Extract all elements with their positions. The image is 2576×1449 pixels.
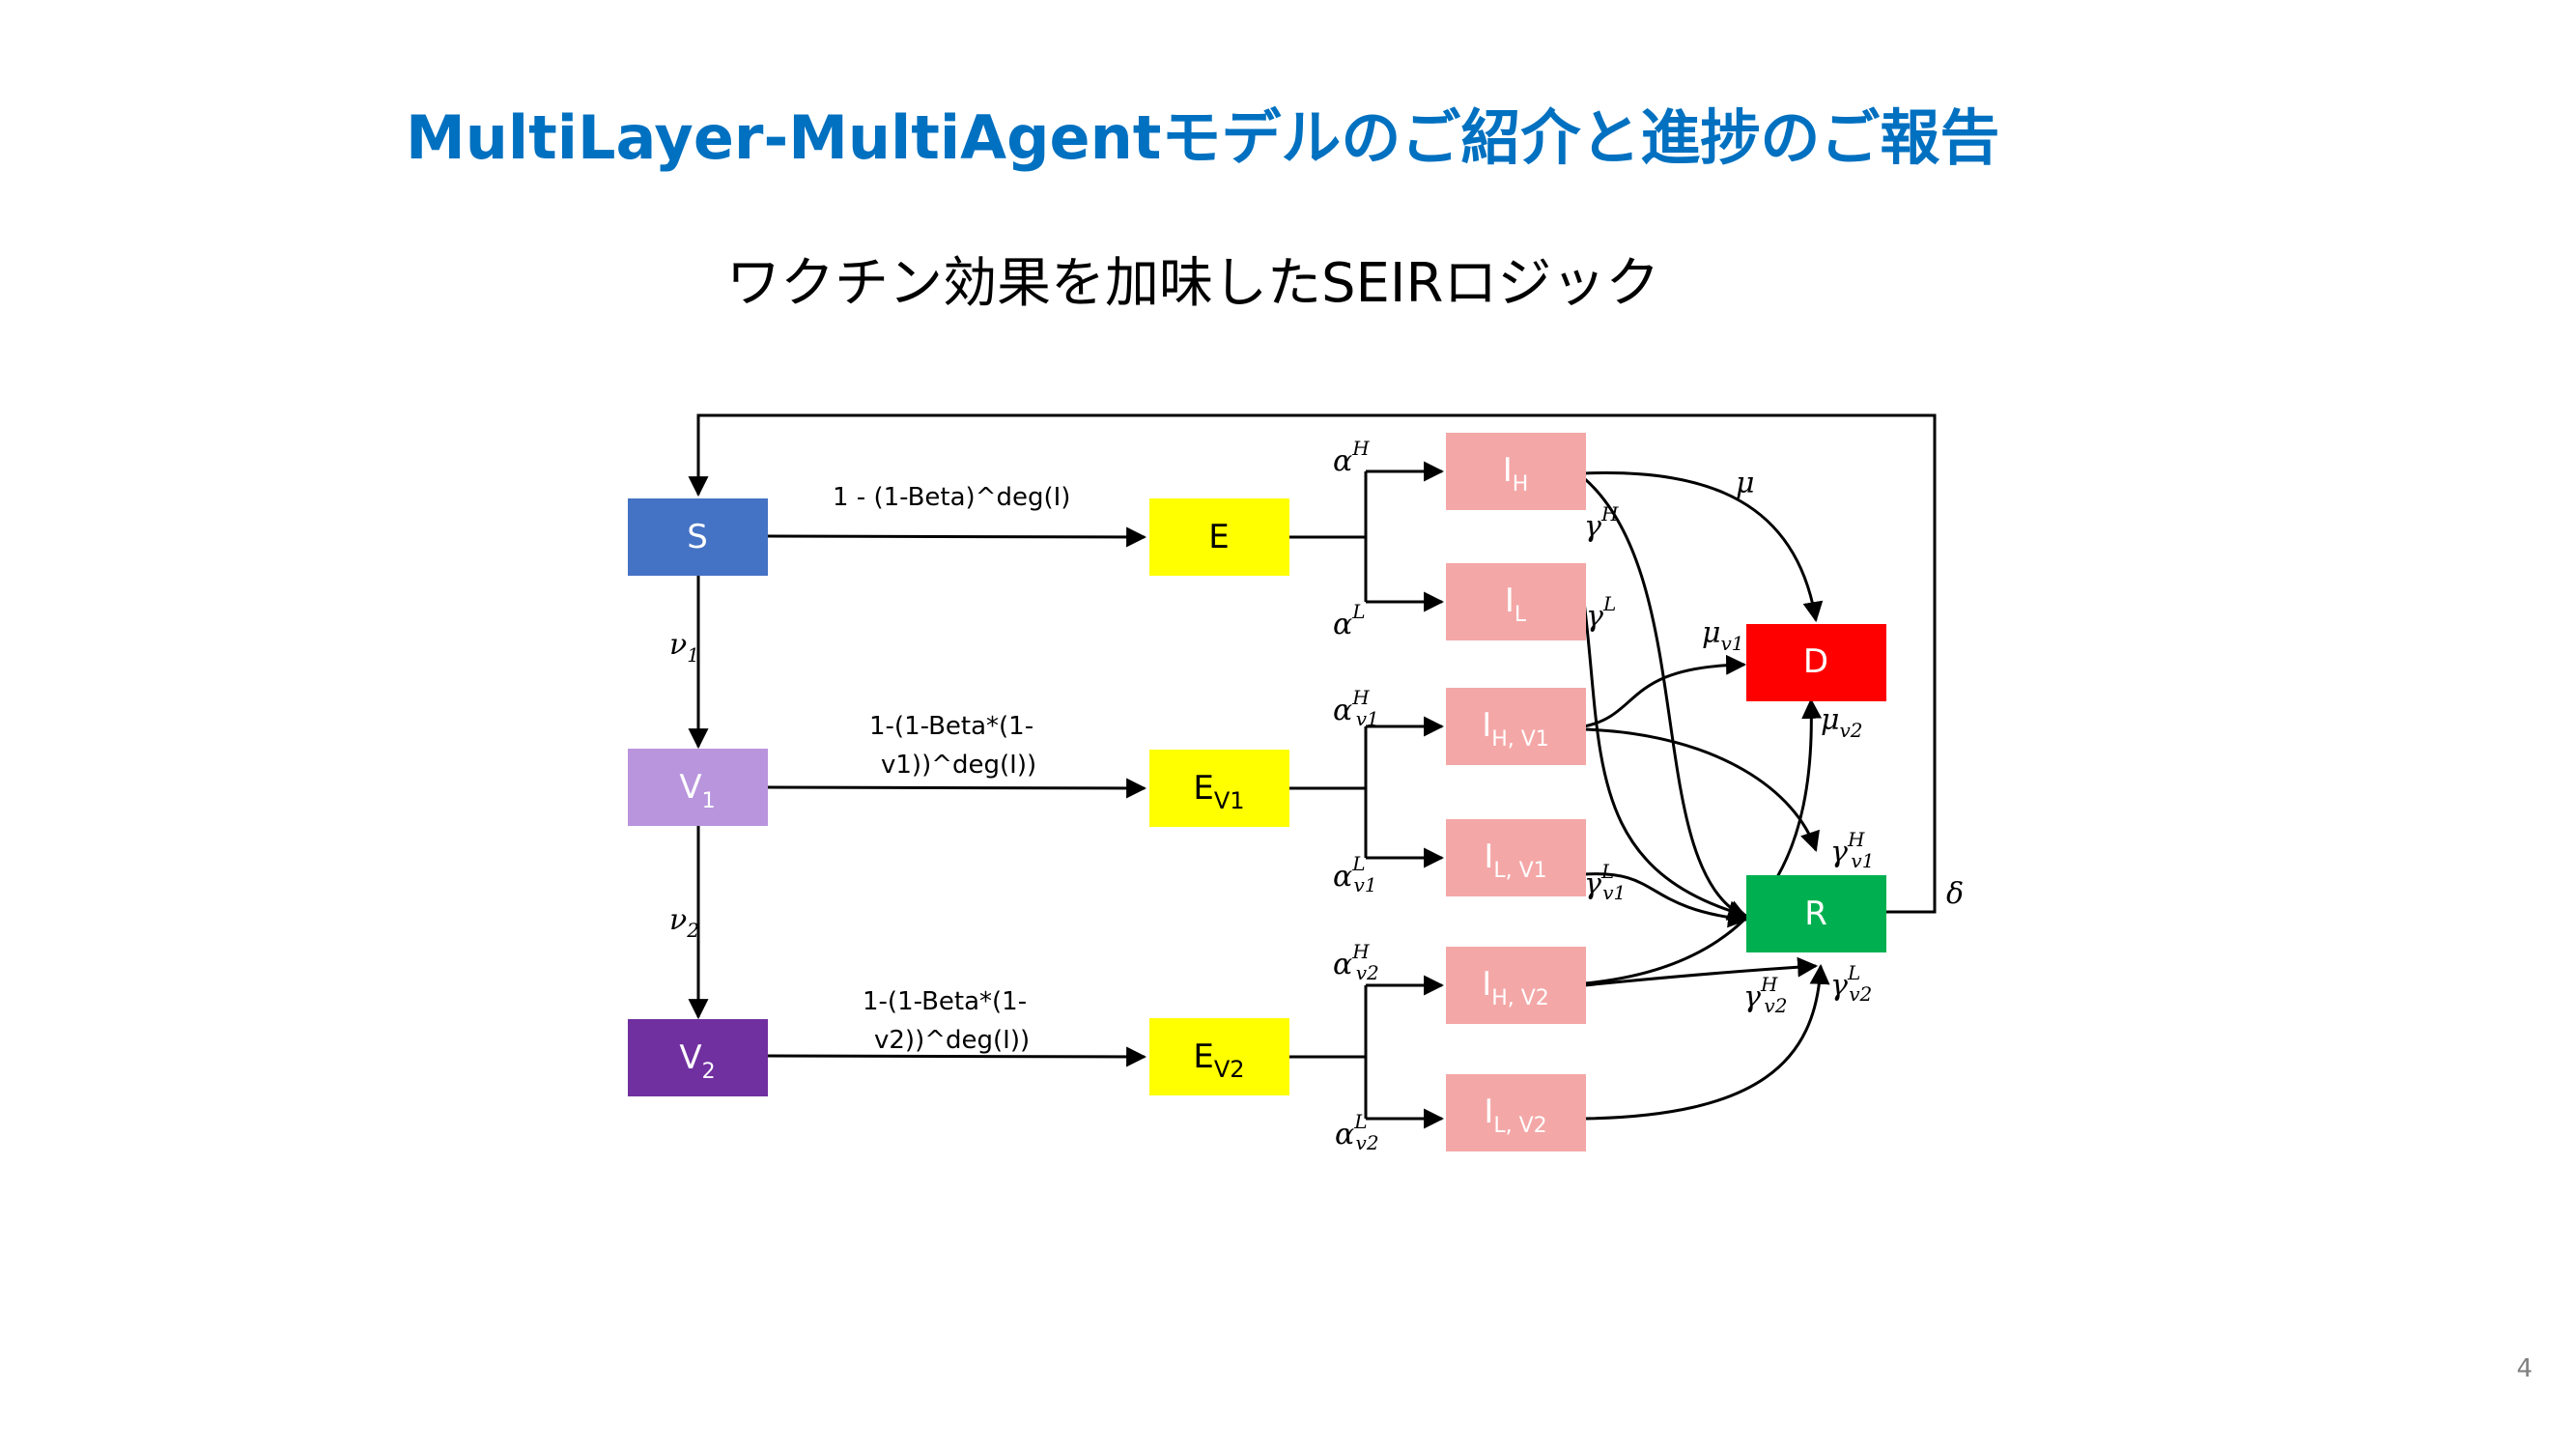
edge-ilv1-r — [1583, 872, 1749, 928]
page-number: 4 — [2516, 1354, 2533, 1383]
svg-text:E: E — [1208, 518, 1229, 556]
fork-e — [1288, 471, 1368, 602]
svg-text:IH: IH — [1503, 451, 1529, 497]
svg-text:IL: IL — [1505, 582, 1527, 627]
svg-text:EV2: EV2 — [1193, 1037, 1244, 1083]
param-mu: μ — [1736, 467, 1755, 500]
param-alpha-h: αH — [1333, 437, 1370, 478]
param-gamma-l: γL — [1586, 592, 1616, 634]
node-v1: V1 — [628, 749, 768, 826]
edge-v2-ev2 — [765, 1046, 1147, 1067]
edge-s-e — [765, 526, 1147, 548]
node-s: S — [628, 498, 768, 576]
node-d: D — [1746, 624, 1886, 701]
svg-text:IH, V2: IH, V2 — [1482, 965, 1549, 1010]
svg-text:IH, V1: IH, V1 — [1482, 706, 1549, 752]
delta-loop-edge — [688, 413, 1937, 914]
edge-ihv1-r — [1583, 727, 1820, 852]
node-il: IL — [1446, 563, 1586, 640]
param-alpha-l: αL — [1333, 600, 1366, 641]
node-ilv1: IL, V1 — [1446, 819, 1586, 896]
edge-v1-ev1 — [765, 778, 1147, 799]
fork-ev1 — [1288, 726, 1368, 858]
node-v2: V2 — [628, 1019, 768, 1096]
param-nu2: ν2 — [669, 903, 699, 942]
node-ilv2: IL, V2 — [1446, 1074, 1586, 1151]
edge-ihv2-r — [1583, 956, 1819, 987]
param-delta: δ — [1946, 877, 1964, 911]
param-gamma-h: γH — [1584, 502, 1619, 544]
label-v1-ev1-line2: v1))^deg(I)) — [881, 751, 1036, 780]
param-mu-v1: μv1 — [1702, 616, 1744, 655]
svg-text:V2: V2 — [679, 1038, 715, 1084]
edge-ih-r — [1583, 476, 1748, 920]
svg-text:V1: V1 — [679, 768, 715, 813]
edge-ihv1-d — [1583, 654, 1747, 728]
label-v1-ev1-line1: 1-(1-Beta*(1- — [869, 712, 1033, 741]
node-ih: IH — [1446, 433, 1586, 510]
svg-text:S: S — [687, 518, 708, 556]
label-s-e: 1 - (1-Beta)^deg(I) — [833, 483, 1070, 512]
svg-text:IL, V1: IL, V1 — [1484, 838, 1546, 883]
edge-ih-d — [1583, 471, 1824, 623]
diagram-subtitle: ワクチン効果を加味したSEIRロジック — [726, 252, 1660, 315]
svg-text:IL, V2: IL, V2 — [1484, 1093, 1546, 1138]
node-ihv2: IH, V2 — [1446, 947, 1586, 1024]
svg-text:EV1: EV1 — [1193, 769, 1244, 814]
param-nu1: ν1 — [669, 628, 699, 667]
node-ihv1: IH, V1 — [1446, 688, 1586, 765]
node-r: R — [1746, 875, 1886, 952]
fork-ev2 — [1288, 985, 1368, 1119]
node-ev2: EV2 — [1149, 1018, 1289, 1095]
label-v2-ev2-line2: v2))^deg(I)) — [874, 1026, 1030, 1055]
svg-text:D: D — [1803, 642, 1828, 681]
param-mu-v2: μv2 — [1821, 703, 1863, 742]
edge-il-r — [1582, 601, 1749, 921]
node-e: E — [1149, 498, 1289, 576]
slide-title: MultiLayer-MultiAgentモデルのご紹介と進捗のご報告 — [406, 102, 2000, 173]
svg-text:R: R — [1804, 895, 1827, 933]
label-v2-ev2-line1: 1-(1-Beta*(1- — [863, 987, 1027, 1016]
edge-ilv2-r — [1583, 963, 1830, 1121]
node-ev1: EV1 — [1149, 750, 1289, 827]
